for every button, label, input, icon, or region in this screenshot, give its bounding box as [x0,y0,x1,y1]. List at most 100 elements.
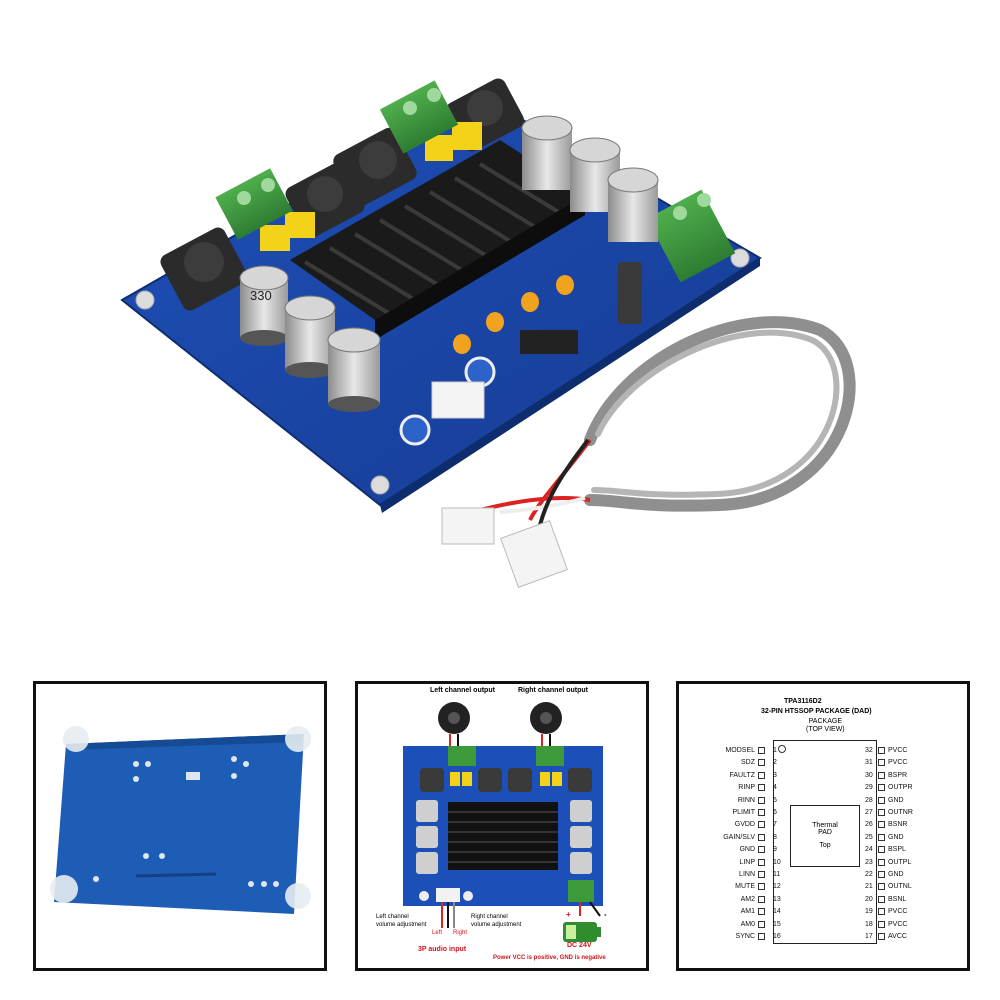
pin-name: SYNC [735,933,755,940]
pin-pad [878,747,885,754]
cable-plug-1 [441,507,495,545]
left-wire-label: Left [432,930,443,936]
pin-name: LINN [739,871,755,878]
pin-pad [758,883,765,891]
right-wire-label: Right [453,930,468,936]
pin-name: GAIN/SLV [723,833,755,841]
pin-number: 19 [865,908,873,916]
cable-plug-2 [500,520,568,588]
board-back-photo [50,726,311,914]
pin-number: 30 [865,771,873,779]
pin-number: 9 [773,846,777,854]
pin-left-row: SYNC 16 [689,931,781,943]
pin-number: 8 [773,833,777,841]
pin-right-row: 32 PVCC [865,745,955,757]
pin-number: 10 [773,858,781,866]
pin-name: PVCC [888,920,908,928]
pin-number: 16 [773,933,781,940]
pin-name: BSNR [888,821,908,829]
thumbnail-board-back[interactable] [33,681,327,971]
pin-name: PVCC [888,747,908,754]
pin-number: 28 [865,796,873,804]
pin-number: 5 [773,796,777,804]
pin-number: 27 [865,809,873,816]
pin-name: OUTPL [888,858,912,866]
thumbnail-pinout-diagram[interactable]: TPA3116D2 32-PIN HTSSOP PACKAGE (DAD) PA… [676,681,970,971]
thermal-pad: Thermal PAD Top [790,805,860,867]
pin-name: OUTNL [888,883,912,891]
pin-name: SDZ [741,759,755,767]
left-channel-output-label: Left channel output [430,687,495,694]
pin-pad [878,796,885,804]
pin-number: 4 [773,784,777,792]
pin-pad [878,858,885,866]
pin-pad [758,747,765,754]
pin-pad [878,821,885,829]
pin-number: 31 [865,759,873,767]
pin-right-row: 18 PVCC [865,919,955,931]
pin-number: 24 [865,846,873,854]
pin-name: GND [888,871,904,878]
pin-pad [758,846,765,854]
pin-pad [878,833,885,841]
chip-name: TPA3116D2 [784,698,822,705]
right-channel-output-label: Right channel output [518,687,588,694]
pin-number: 15 [773,920,781,928]
audio-cable [479,316,856,526]
pin-pad [758,833,765,841]
pin-name: RINN [737,796,755,804]
pin-number: 32 [865,747,873,754]
pin-pad [758,809,765,816]
pin-pad [878,908,885,916]
pin-number: 6 [773,809,777,816]
pin-right-row: 22 GND [865,869,955,881]
pin-pad [758,920,765,928]
pin-pad [878,846,885,854]
pin-name: AVCC [888,933,907,940]
pin-pad [758,821,765,829]
pin-number: 22 [865,871,873,878]
pin-number: 18 [865,920,873,928]
inductors [160,78,524,311]
pin-number: 21 [865,883,873,891]
right-volume-pot [399,414,431,446]
pin-pad [878,883,885,891]
pin-number: 12 [773,883,781,891]
pin-left-row: LINP 10 [689,857,781,869]
pin-name: LINP [739,858,755,866]
package-name: 32-PIN HTSSOP PACKAGE (DAD) [761,708,872,715]
pin-left-row: RINN 5 [689,795,777,807]
pin-name: BSNL [888,895,907,903]
pin-name: PVCC [888,908,908,916]
pin-pad [758,871,765,878]
heatsink [448,802,558,870]
pin-pad [758,759,765,767]
audio-input-connector [431,381,485,419]
pin-number: 1 [773,747,777,754]
pin-pad [758,933,765,940]
product-photo-amplifier-board: 330 [120,78,856,588]
plus-sign: + [566,910,571,919]
audio-input-label: 3P audio input [418,946,467,953]
thumbnail-wiring-diagram[interactable]: Left channel output Right channel output… [355,681,649,971]
pin-pad [758,908,765,916]
pin-pad [878,920,885,928]
